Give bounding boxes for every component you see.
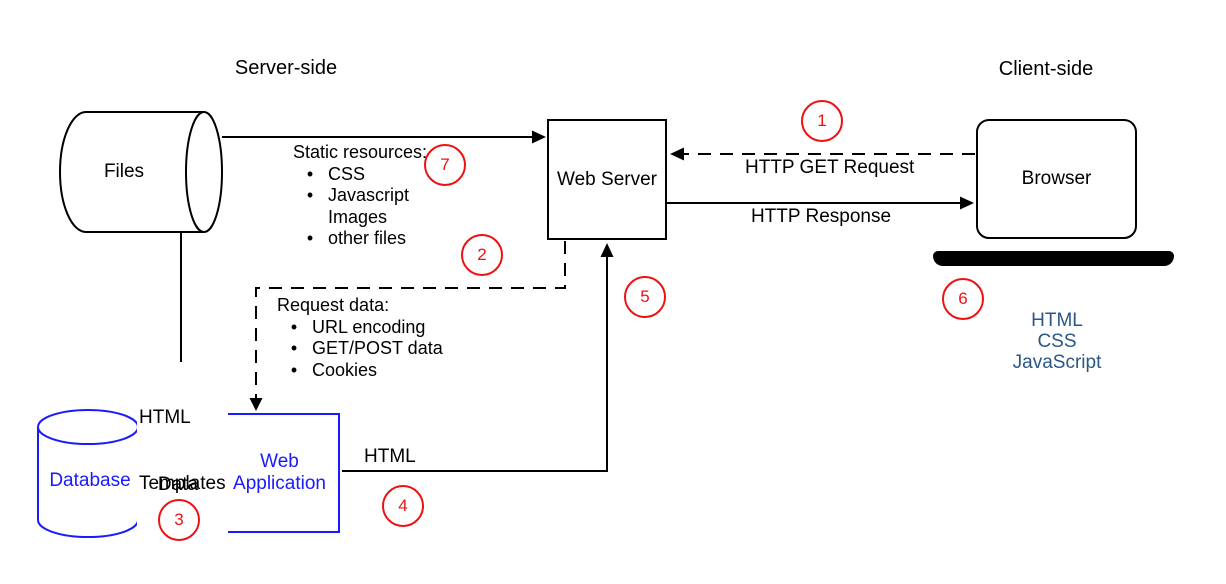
list-item: • CSS: [293, 164, 427, 186]
html-edge-label: HTML: [364, 446, 416, 467]
client-output-css: CSS: [1037, 331, 1077, 352]
laptop-base-shape: [933, 251, 1174, 266]
browser-node: Browser: [976, 119, 1137, 239]
step-circle-5: 5: [624, 276, 666, 318]
client-output-javascript: JavaScript: [1012, 352, 1102, 373]
http-response-label: HTTP Response: [750, 206, 892, 227]
list-item: • GET/POST data: [277, 338, 443, 360]
files-label: Files: [103, 161, 145, 182]
step-circle-6: 6: [942, 278, 984, 320]
step-circle-4: 4: [382, 485, 424, 527]
request-data-list: Request data: • URL encoding • GET/POST …: [277, 295, 443, 381]
step-circle-3: 3: [158, 499, 200, 541]
arrow-http-response: [667, 196, 974, 210]
list-item: • Javascript: [293, 185, 427, 207]
bullet-glyph: •: [306, 185, 314, 205]
web-server-node: Web Server: [547, 119, 667, 240]
browser-label: Browser: [1021, 168, 1092, 189]
web-application-label-line1: Web: [260, 451, 299, 472]
arrow-html-to-webserver: [342, 243, 614, 472]
bullet-glyph: •: [306, 163, 314, 184]
database-cylinder-shape: [37, 409, 139, 538]
step-circle-2: 2: [461, 234, 503, 276]
list-item: • other files: [293, 228, 427, 250]
files-cylinder-shape: [59, 111, 223, 233]
list-item: • URL encoding: [277, 317, 443, 339]
server-side-label: Server-side: [234, 57, 338, 79]
static-resources-title: Static resources:: [293, 142, 428, 162]
arrow-files-to-webserver: [222, 130, 546, 144]
client-side-label: Client-side: [998, 58, 1094, 80]
static-resources-list: Static resources: • CSS • Javascript Ima…: [293, 142, 427, 250]
client-output-text: HTML CSS JavaScript: [977, 310, 1137, 373]
step-circle-1: 1: [801, 100, 843, 142]
bullet-glyph: •: [290, 338, 298, 358]
step-circle-7: 7: [424, 144, 466, 186]
bullet-glyph: •: [290, 359, 298, 380]
arrow-request-data: [249, 241, 566, 411]
data-label: Data: [157, 474, 199, 495]
web-application-label-line2: Application: [233, 473, 326, 494]
list-item: • Cookies: [277, 360, 443, 382]
list-item: Images: [293, 207, 427, 229]
web-application-node: Web Application: [219, 413, 340, 533]
arrow-http-get-request: [670, 147, 975, 161]
http-get-request-label: HTTP GET Request: [745, 157, 915, 178]
bullet-glyph: •: [306, 228, 314, 248]
request-data-title: Request data:: [277, 295, 390, 315]
client-output-html: HTML: [1031, 310, 1083, 331]
bullet-glyph: •: [290, 316, 298, 337]
web-server-label: Web Server: [557, 168, 657, 190]
bullet-placeholder: [301, 207, 319, 229]
database-label: Database: [49, 470, 131, 491]
